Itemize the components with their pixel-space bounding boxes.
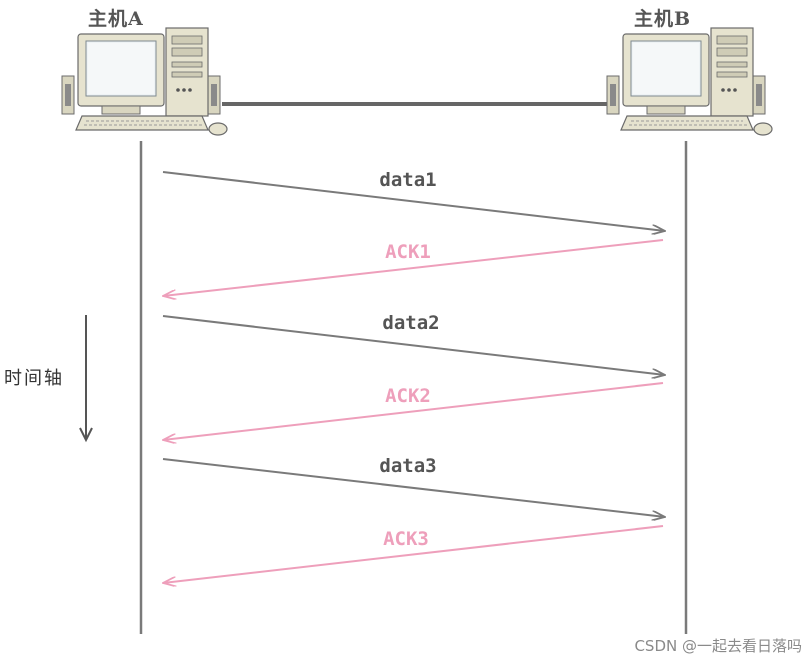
data-label-1: data1: [379, 169, 436, 191]
ack-arrow-4: [163, 382, 664, 440]
ack-label-6: ACK3: [383, 528, 429, 550]
ack-label-4: ACK2: [385, 385, 431, 407]
timeline-label: 时间轴: [4, 368, 64, 389]
ack-arrow-2: [163, 239, 664, 296]
host-b-computer-icon: [606, 27, 773, 136]
host-b-label: 主机B: [634, 8, 692, 30]
ack-arrow-6: [163, 525, 664, 583]
ack-label-2: ACK1: [385, 241, 431, 263]
data-label-5: data3: [379, 455, 436, 477]
data-arrow-1: [162, 171, 665, 231]
host-a-computer-icon: [61, 27, 228, 136]
host-a-label: 主机A: [88, 8, 144, 30]
data-arrow-3: [162, 315, 665, 375]
data-arrow-5: [162, 458, 665, 517]
time-axis-arrowhead-icon: [79, 427, 93, 443]
data-label-3: data2: [382, 312, 439, 334]
watermark: CSDN @一起去看日落吗: [634, 637, 802, 655]
